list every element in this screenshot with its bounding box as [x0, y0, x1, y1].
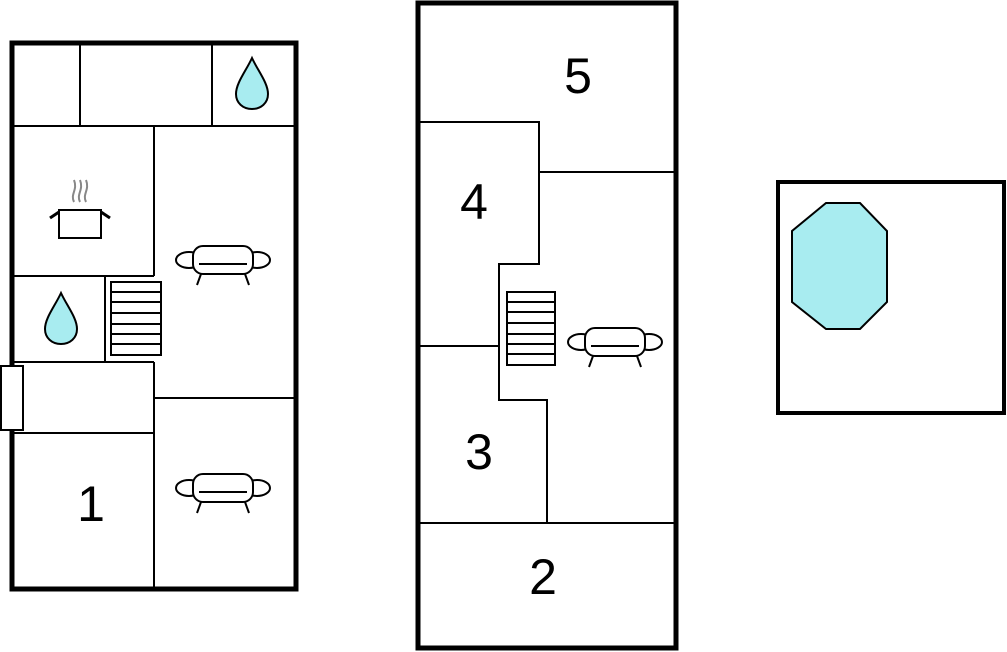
- cooking-pot-icon: [49, 179, 111, 239]
- water-drop-icon: [235, 57, 269, 110]
- water-drop-icon: [44, 292, 78, 345]
- pool-area: [776, 180, 1006, 415]
- upper-floor-outline: [415, 0, 679, 651]
- upper-floor-plan: 5 4 3 2: [415, 0, 679, 651]
- pool-area-outline: [776, 180, 1006, 415]
- room-2-label: 2: [529, 549, 557, 605]
- ground-floor-plan: 1: [0, 40, 299, 592]
- room-1-label: 1: [77, 476, 105, 532]
- sofa-icon: [567, 327, 663, 368]
- room-4-label: 4: [460, 174, 488, 230]
- room-5-label: 5: [564, 48, 592, 104]
- entrance-door: [0, 365, 24, 431]
- sofa-icon: [175, 473, 271, 514]
- stairs-icon: [110, 281, 162, 356]
- room-3-label: 3: [465, 424, 493, 480]
- stairs-icon: [506, 291, 556, 366]
- pool-icon: [791, 202, 888, 330]
- sofa-icon: [175, 245, 271, 286]
